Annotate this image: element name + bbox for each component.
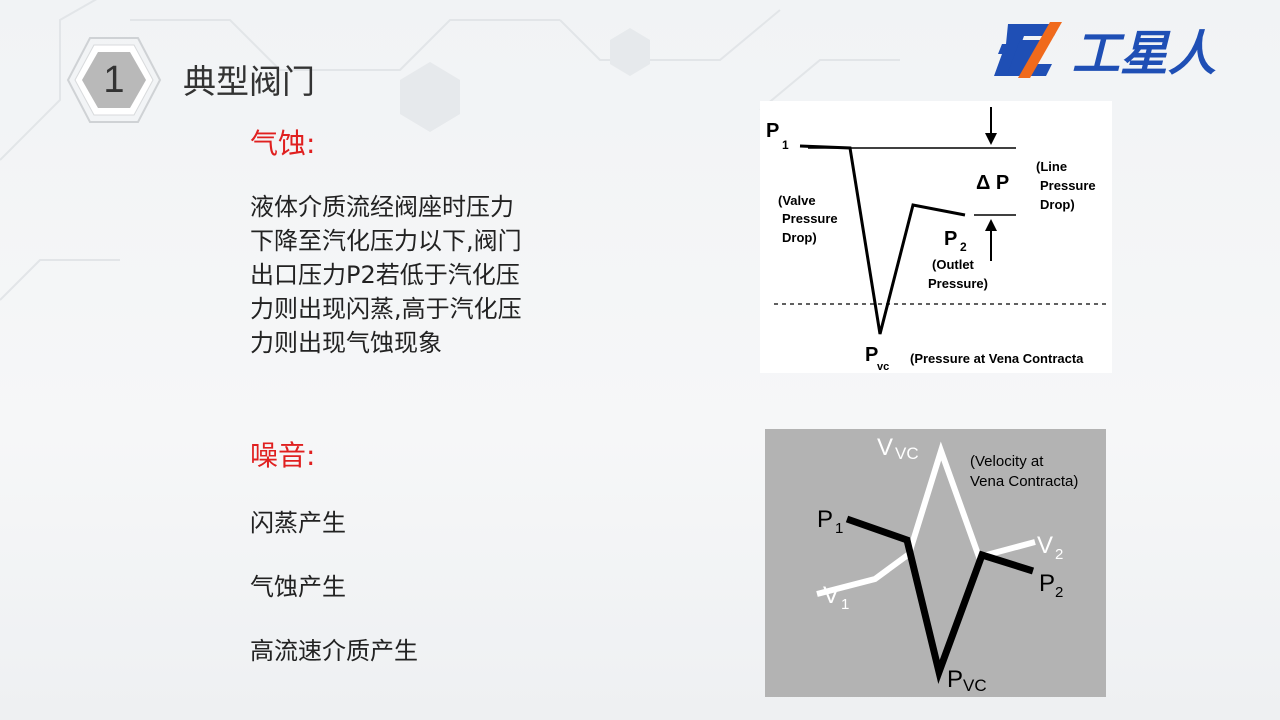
outlet-label: (Outlet — [932, 257, 975, 272]
p2-label: P — [944, 228, 957, 250]
pvc-label: P — [865, 344, 878, 366]
cavitation-heading: 气蚀: — [250, 127, 316, 160]
valve-drop-label: (Valve — [778, 193, 816, 208]
pvc-label: P — [947, 666, 963, 693]
pvc-subscript: VC — [963, 676, 987, 695]
line-drop-label: (Line — [1036, 159, 1067, 174]
cavitation-line: 出口压力P2若低于汽化压 — [250, 261, 520, 289]
vena-contracta-label: (Pressure at Vena Contracta — [910, 351, 1084, 366]
delta-p-label: Δ P — [976, 172, 1009, 194]
p1-label: P — [817, 506, 833, 533]
cavitation-description: 液体介质流经阀座时压力 下降至汽化压力以下,阀门 出口压力P2若低于汽化压 力则… — [250, 190, 560, 360]
slide-title: 典型阀门 — [183, 62, 315, 101]
p2-subscript: 2 — [960, 240, 967, 254]
pvc-subscript: vc — [877, 361, 889, 373]
valve-drop-label: Drop) — [782, 230, 817, 245]
p1-label: P — [766, 120, 779, 142]
v1-label: V — [823, 582, 839, 609]
cavitation-line: 力则出现气蚀现象 — [250, 329, 442, 357]
cavitation-line: 液体介质流经阀座时压力 — [250, 193, 514, 221]
noise-heading: 噪音: — [250, 439, 316, 472]
v1-subscript: 1 — [841, 596, 849, 613]
logo-mark-icon — [994, 22, 1062, 78]
line-drop-label: Pressure — [1040, 178, 1096, 193]
pressure-curve — [845, 515, 1035, 685]
line-drop-label: Drop) — [1040, 197, 1075, 212]
p1-subscript: 1 — [782, 138, 789, 152]
noise-item: 闪蒸产生 — [250, 509, 346, 537]
p1-subscript: 1 — [835, 520, 843, 537]
outlet-label: Pressure) — [928, 276, 988, 291]
section-number: 1 — [103, 58, 125, 101]
cavitation-line: 力则出现闪蒸,高于汽化压 — [250, 295, 522, 323]
arrow-up-icon — [985, 219, 997, 231]
p2-subscript: 2 — [1055, 584, 1063, 601]
noise-item: 高流速介质产生 — [250, 637, 418, 665]
noise-item: 气蚀产生 — [250, 573, 346, 601]
company-logo: 工星人 — [994, 22, 1216, 82]
v2-subscript: 2 — [1055, 546, 1063, 563]
v2-label: V — [1037, 532, 1053, 559]
velocity-note: Vena Contracta) — [970, 473, 1078, 490]
logo-text: 工星人 — [1072, 26, 1216, 82]
section-number-badge — [66, 37, 162, 123]
pressure-curve — [799, 144, 966, 335]
valve-drop-label: Pressure — [782, 211, 838, 226]
pressure-profile-diagram: P 1 (Valve Pressure Drop) Δ P (Line Pres… — [760, 101, 1112, 373]
p2-label: P — [1039, 570, 1055, 597]
velocity-pressure-diagram: V VC (Velocity at Vena Contracta) P 1 V … — [765, 429, 1106, 697]
velocity-note: (Velocity at — [970, 453, 1044, 470]
arrow-down-icon — [985, 133, 997, 145]
vvc-label: V — [877, 434, 893, 461]
cavitation-line: 下降至汽化压力以下,阀门 — [250, 227, 522, 255]
vvc-subscript: VC — [895, 444, 919, 463]
